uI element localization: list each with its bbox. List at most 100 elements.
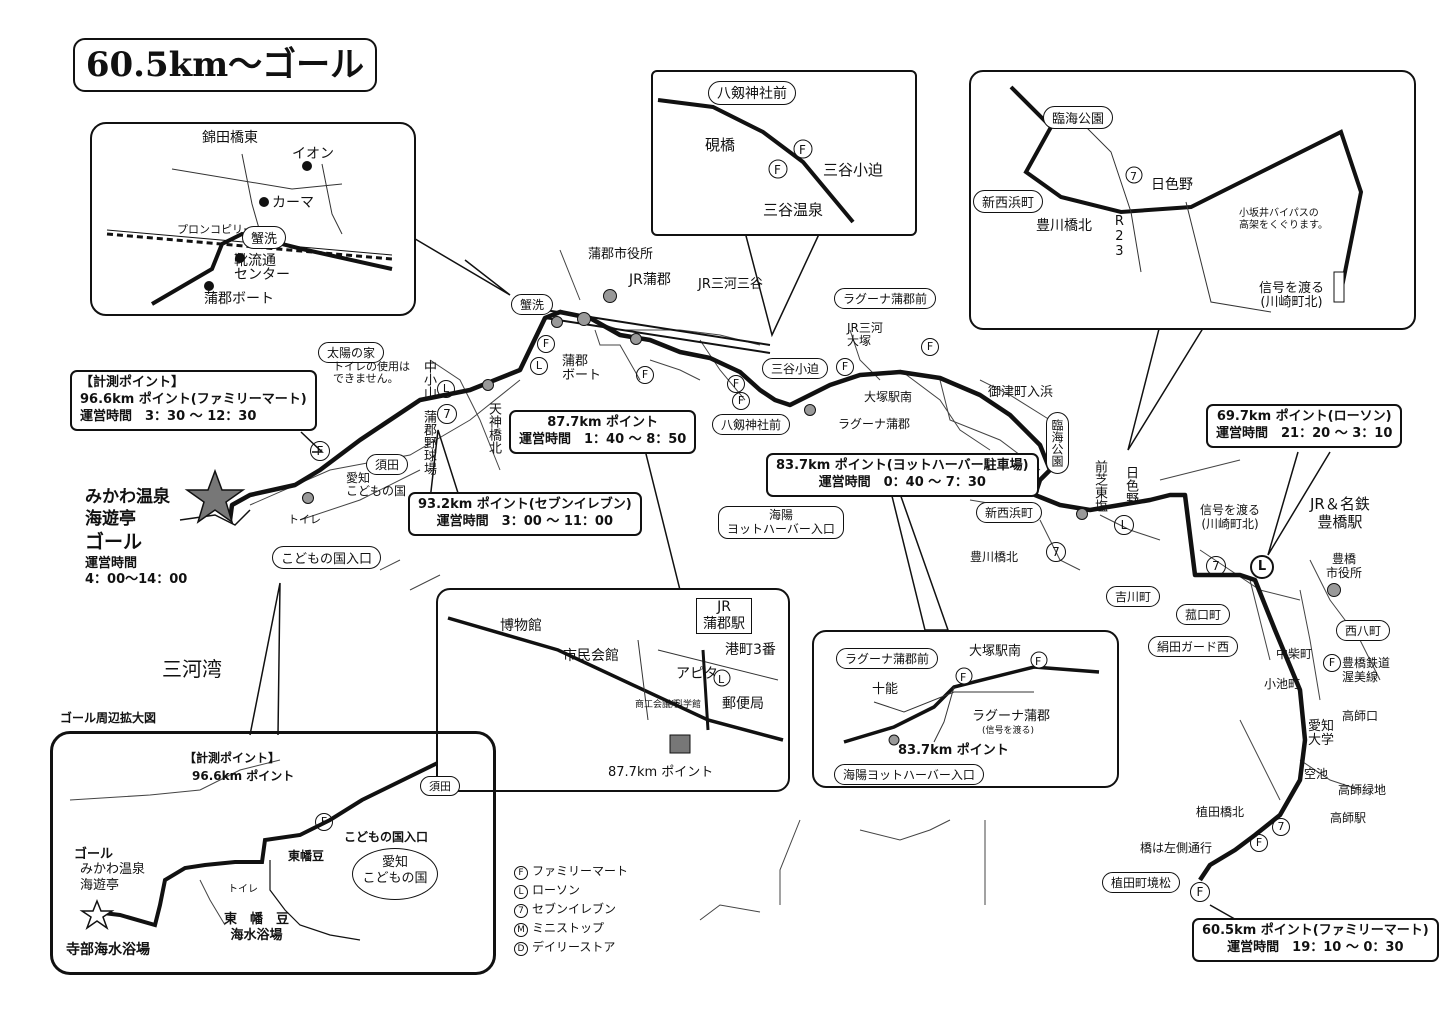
label-takashi-ryokuchi: 高師緑地 (1338, 783, 1387, 797)
label-laguna-mae-inset: ラグーナ蒲郡前 (836, 648, 939, 669)
label-ueda-kita: 植田橋北 (1196, 805, 1245, 819)
label-apita: アピタ (676, 666, 718, 682)
inset-hachiken: F F 八剱神社前 硯橋 三谷小迫 三谷温泉 (651, 70, 917, 236)
callout-hours: 運営時間 0：40 ～ 7：30 (818, 474, 986, 490)
familymart-marker: F (836, 358, 854, 376)
goal-inset-star-icon (79, 898, 115, 930)
callout-name: 93.2km ポイント(セブンイレブン) (418, 497, 632, 512)
label-goal-beach: 東 幡 豆海水浴場 (224, 912, 290, 944)
label-toyokawa-kita: 豊川橋北 (1036, 218, 1092, 234)
label-signal-inset: (信号を渡る) (982, 726, 1035, 736)
label-otsuka-south: 大塚駅南 (864, 390, 913, 404)
label-goal-toilet: トイレ (228, 884, 258, 895)
label-nakaoyama: 中小山 (420, 360, 436, 399)
poi-dot (603, 289, 617, 303)
label-goal-point: 96.6km ポイント (192, 769, 295, 783)
label-goal-kodomo-entrance: こどもの国入口 (344, 830, 429, 844)
label-rinkai: 臨海公園 (1043, 106, 1114, 129)
label-signal-main: 信号を渡る(川崎町北) (1200, 503, 1261, 531)
goal-inset-header: ゴール周辺拡大図 (60, 711, 157, 725)
lawson-marker: L (437, 380, 455, 398)
poi-dot (1327, 583, 1341, 597)
label-ueda-sakai: 植田町境松 (1102, 872, 1181, 893)
seven-eleven-marker: 7 (1272, 818, 1290, 836)
svg-text:F: F (799, 143, 806, 157)
label-goal-terabe: 寺部海水浴場 (66, 942, 150, 958)
label-jr-gamagori: JR蒲郡 (629, 272, 671, 288)
label-toyokawa-kita-main: 豊川橋北 (970, 550, 1019, 564)
label-suzuri: 硯橋 (705, 136, 736, 154)
callout-name: 87.7km ポイント (547, 415, 659, 430)
label-jr-mikawamiya: JR三河三谷 (698, 277, 763, 292)
callout-hours: 運営時間 19：10 ～ 0：30 (1227, 939, 1404, 955)
label-chamber: 商工会議所 (635, 700, 681, 710)
label-takashiguchi: 高師口 (1342, 709, 1379, 723)
callout-hours: 運営時間 21：20 ～ 3：10 (1216, 425, 1393, 441)
callout-name: 96.6km ポイント(ファミリーマート) (80, 391, 307, 407)
callout-69-7km: 69.7km ポイント(ローソン) 運営時間 21：20 ～ 3：10 (1206, 404, 1403, 448)
label-takashi-eki: 高師駅 (1330, 811, 1367, 825)
goal-label: みかわ温泉 海遊亭 ゴール (85, 487, 170, 554)
familymart-marker: F (310, 441, 330, 461)
label-gamagori-boat: 蒲郡ボート (562, 354, 602, 384)
label-mitani-kohasama: 三谷小迫 (823, 161, 884, 179)
label-minato: 港町3番 (725, 642, 776, 658)
label-laguna-inset: ラグーナ蒲郡 (972, 709, 1051, 724)
familymart-marker: F (727, 375, 745, 393)
label-kanie: 蟹洗 (242, 226, 287, 249)
callout-87-7km: 87.7km ポイント 運営時間 1：40 ～ 8：50 (509, 410, 697, 454)
label-laguna: ラグーナ蒲郡 (838, 417, 911, 431)
label-goal-onsen: みかわ温泉 (80, 862, 146, 877)
label-aeon: イオン (292, 146, 334, 162)
label-jr-mikawa-otsuka: JR三河大塚 (847, 321, 883, 349)
callout-93-2km: 93.2km ポイント(セブンイレブン) 運営時間 3：00 ～ 11：00 (408, 492, 642, 536)
callout-hours: 運営時間 3：30 ～ 12：30 (80, 408, 257, 424)
label-shin-nishihama-main: 新西浜町 (976, 502, 1043, 523)
callout-tag: 【計測ポイント】 (80, 375, 185, 390)
label-toilet-main: トイレ (288, 513, 321, 526)
poi-dot (551, 316, 563, 328)
familymart-marker: F (537, 335, 555, 353)
label-kuike: 空池 (1304, 767, 1329, 781)
label-yoshikawa: 吉川町 (1106, 586, 1161, 607)
svg-text:F: F (1035, 655, 1041, 668)
familymart-marker: F (732, 392, 750, 410)
inset-rinkai: 7 臨海公園 新西浜町 日色野 豊川橋北 R23 小坂井バイパスの高架をくぐりま… (969, 70, 1416, 330)
seven-eleven-marker: 7 (1046, 542, 1066, 562)
svg-text:F: F (774, 163, 781, 177)
label-sea: 三河湾 (162, 657, 222, 681)
label-goal-kaiyutei: 海遊亭 (80, 878, 120, 893)
label-gamagori-city: 蒲郡市役所 (588, 247, 654, 262)
label-karma: カーマ (272, 195, 314, 211)
poi-dot (1076, 508, 1088, 520)
label-nakashiba: 中柴町 (1276, 647, 1313, 661)
label-aichi-univ: 愛知大学 (1308, 719, 1335, 749)
label-juno: 十能 (872, 682, 899, 697)
label-hachiken: 八剱神社前 (708, 81, 796, 105)
inset-goal (50, 731, 496, 975)
label-aichi-kodomo: 愛知こどもの国 (346, 471, 407, 499)
label-laguna-mae: ラグーナ蒲郡前 (834, 288, 937, 309)
poi-dot (302, 492, 314, 504)
label-point-837: 83.7km ポイント (898, 743, 1009, 758)
goal-hours: 運営時間 4：00～14：00 (85, 556, 188, 588)
label-post: 郵便局 (722, 696, 764, 712)
callout-83-7km: 83.7km ポイント(ヨットハーバー駐車場) 運営時間 0：40 ～ 7：30 (766, 453, 1039, 497)
inset-kanie: 錦田橋東 イオン カーマ プロンコピリー 蟹洗 靴流通センター 蒲郡ボート (90, 122, 416, 316)
label-otsuka-south-inset: 大塚駅南 (969, 644, 1022, 659)
label-kanie-main: 蟹洗 (511, 294, 554, 315)
callout-name: 69.7km ポイント(ローソン) (1216, 409, 1392, 424)
label-maeshiba: 前芝東塩 (1091, 460, 1107, 512)
familymart-marker: F (636, 366, 654, 384)
label-toyotetsu: 豊橋鉄道渥美線 (1342, 656, 1391, 685)
label-kutsu: 靴流通センター (234, 253, 290, 283)
label-hiirono: 日色野 (1151, 177, 1193, 193)
label-hachiken-main: 八剱神社前 (712, 414, 791, 435)
label-civic-hall: 市民会館 (563, 648, 619, 664)
